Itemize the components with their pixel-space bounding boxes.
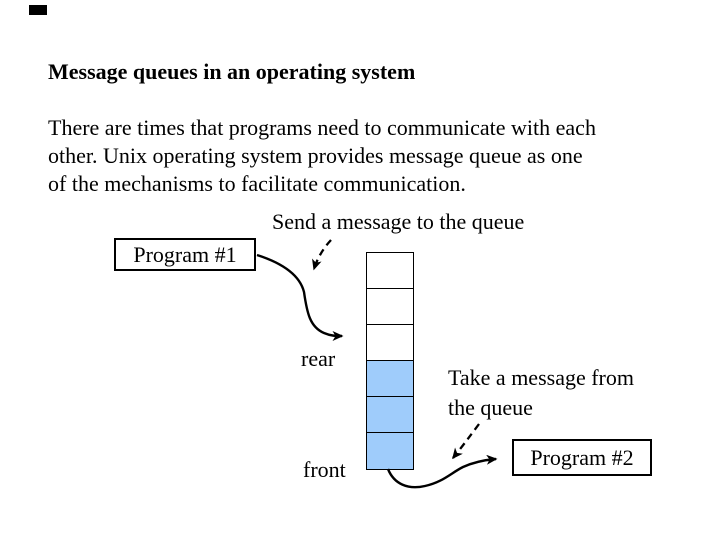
program1-label: Program #1 [133, 241, 237, 267]
queue-cell [367, 325, 413, 361]
corner-mark [29, 5, 47, 15]
program2-label: Program #2 [530, 444, 634, 470]
send-message-label: Send a message to the queue [272, 209, 525, 234]
paragraph-line: other. Unix operating system provides me… [48, 143, 583, 168]
front-label: front [303, 457, 346, 482]
take-message-line2: the queue [448, 395, 533, 420]
queue-cell [367, 253, 413, 289]
rear-label: rear [301, 346, 336, 371]
slide-title: Message queues in an operating system [48, 59, 416, 84]
program1-box: Program #1 [114, 238, 256, 271]
paragraph-line: There are times that programs need to co… [48, 115, 596, 140]
queue-cell [367, 361, 413, 397]
program2-box: Program #2 [512, 439, 652, 476]
program1-to-queue-arrow [256, 253, 344, 341]
take-message-line1: Take a message from [448, 365, 634, 390]
queue [366, 252, 414, 470]
queue-cell [367, 397, 413, 433]
take-dashed-arrow [452, 423, 480, 460]
send-dashed-arrow [312, 239, 332, 271]
queue-cell [367, 433, 413, 469]
queue-cell [367, 289, 413, 325]
paragraph-line: of the mechanisms to facilitate communic… [48, 171, 466, 196]
take-message-label: Take a message from the queue [448, 363, 634, 423]
body-paragraph: There are times that programs need to co… [48, 114, 596, 198]
